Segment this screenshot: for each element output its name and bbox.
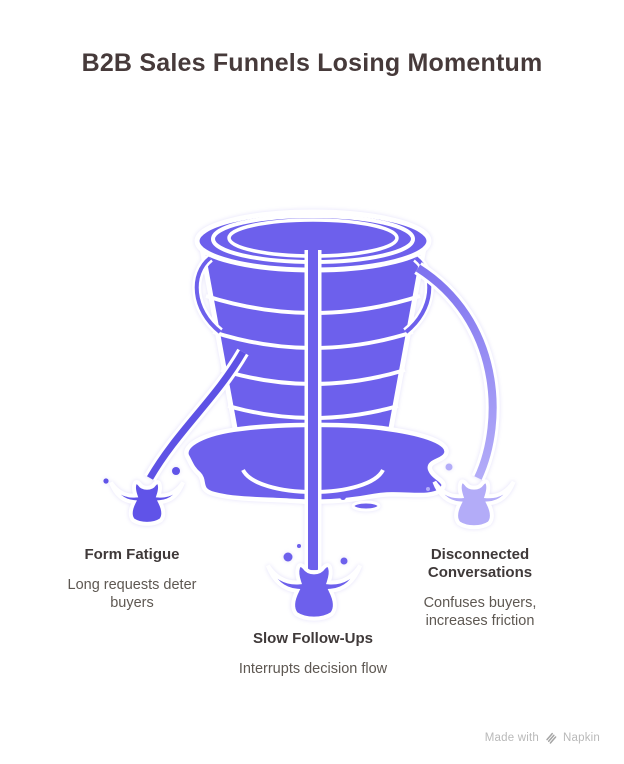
leak-label-slow-follow-ups: Slow Follow-Ups Interrupts decision flow [238, 630, 388, 678]
splash-droplets [103, 463, 453, 565]
leak-title: Disconnected Conversations [427, 546, 533, 581]
leak-description: Interrupts decision flow [238, 661, 388, 677]
splash-left [111, 482, 183, 524]
leak-title: Slow Follow-Ups [253, 630, 373, 647]
watermark[interactable]: Made with Napkin [485, 731, 600, 745]
napkin-logo-icon [546, 732, 557, 744]
watermark-prefix: Made with [484, 732, 539, 744]
leak-description: Long requests deter buyers [67, 577, 197, 611]
splash-right [434, 481, 513, 527]
leak-stream-left [144, 348, 249, 482]
bucket-handle-left [192, 254, 223, 336]
page-title: B2B Sales Funnels Losing Momentum [81, 49, 543, 77]
leak-title: Form Fatigue [84, 546, 180, 563]
leak-description: Confuses buyers, increases friction [423, 595, 537, 629]
watermark-brand: Napkin [563, 732, 600, 744]
splash-center [268, 565, 360, 619]
leak-label-disconnected-conversations: Disconnected Conversations Confuses buye… [415, 546, 545, 630]
leak-stream-right [414, 262, 500, 481]
leak-label-form-fatigue: Form Fatigue Long requests deter buyers [57, 546, 207, 612]
